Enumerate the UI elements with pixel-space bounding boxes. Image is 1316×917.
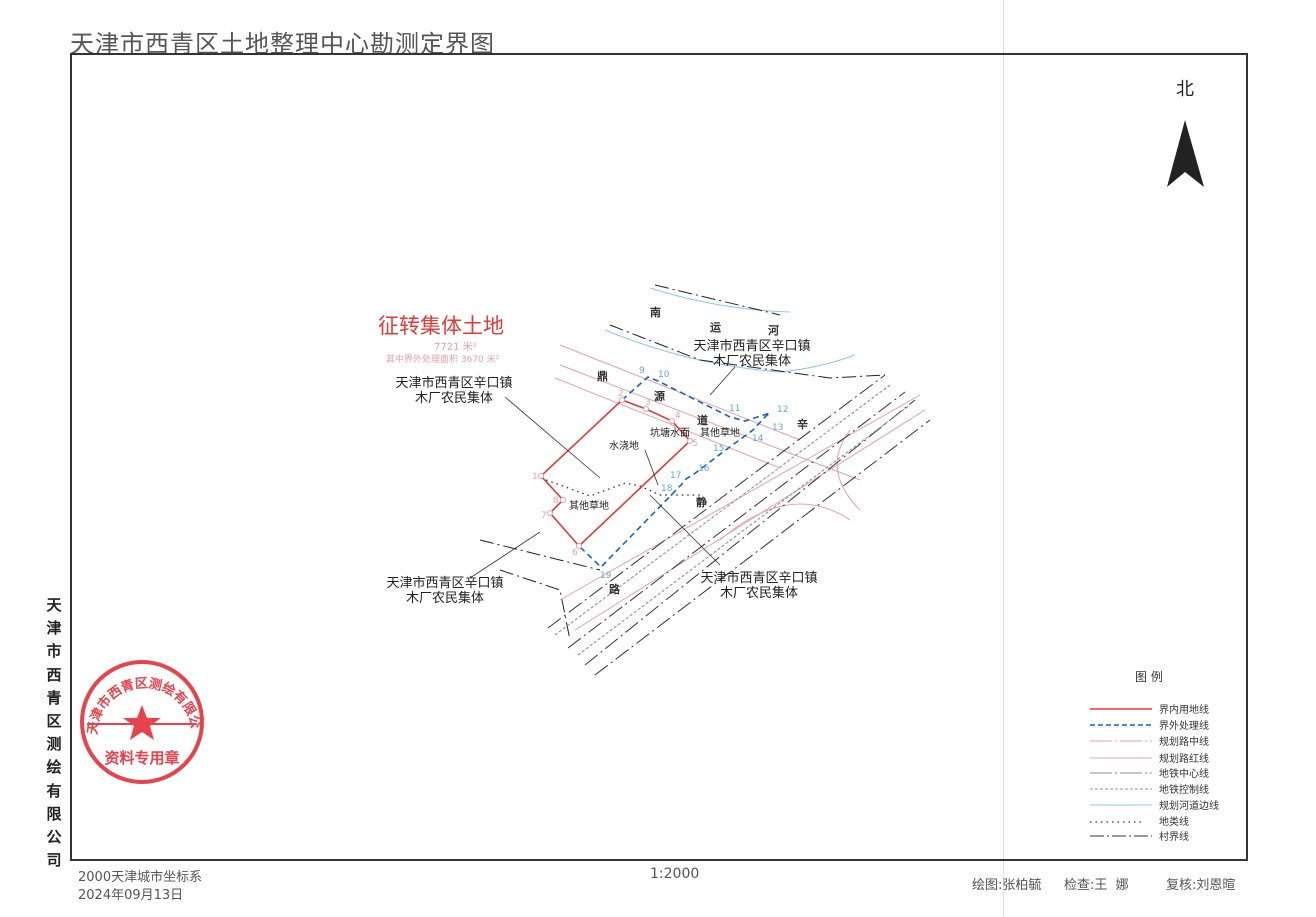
- owner-label: 天津市西青区辛口镇: [700, 570, 817, 586]
- point-label: 18: [661, 484, 673, 494]
- river-lines: [604, 287, 856, 373]
- legend-item: 地铁控制线: [1159, 783, 1209, 796]
- svg-text:天津市西青区测绘有限公司: 天津市西青区测绘有限公司: [35, 0, 202, 736]
- legend-item: 地类线: [1159, 815, 1189, 828]
- company-name-vertical: 天津市西青区测绘有限公司: [46, 596, 62, 870]
- point-label: 19: [600, 571, 612, 581]
- landuse-label: 其他草地: [569, 499, 609, 512]
- point-label: 2: [618, 389, 624, 399]
- paper-fold: [1003, 0, 1004, 917]
- inside-boundary-line: [539, 399, 692, 548]
- point-label: 13: [772, 423, 783, 433]
- point-label: 16: [698, 464, 710, 474]
- road-name: 路: [609, 582, 621, 596]
- point-label: 3: [645, 398, 651, 408]
- road-name: 静: [696, 495, 707, 509]
- legend-title: 图 例: [1135, 670, 1163, 684]
- legend-item: 村界线: [1159, 830, 1189, 843]
- landuse-lines: [540, 477, 700, 497]
- legend-item: 规划路红线: [1159, 752, 1209, 765]
- point-label: 14: [752, 434, 764, 444]
- reviewed-by: 复核:刘恩暄: [1166, 878, 1236, 893]
- point-label: 7: [541, 511, 547, 521]
- metro-lines: [547, 374, 931, 676]
- landuse-label: 水浇地: [609, 439, 639, 452]
- map-scale: 1:2000: [650, 866, 700, 882]
- legend-item: 规划路中线: [1159, 735, 1209, 748]
- road-name: 运: [710, 321, 721, 334]
- village-boundary-lines: [479, 284, 886, 641]
- outside-boundary-line: [578, 376, 771, 569]
- owner-label: 木厂农民集体: [713, 353, 791, 369]
- outside-area: 其中界外处理面积 3670 米²: [386, 353, 500, 365]
- point-label: 5: [692, 439, 698, 449]
- road-name: 源: [654, 389, 665, 403]
- point-label: 1: [532, 472, 538, 482]
- map-frame: [70, 53, 1248, 861]
- legend-item: 地铁中心线: [1159, 767, 1209, 780]
- point-label: 10: [658, 370, 670, 380]
- landuse-label: 坑塘水面: [650, 426, 690, 439]
- legend-item: 界外处理线: [1159, 719, 1209, 732]
- red-boundary-points: [538, 397, 693, 549]
- owner-label: 木厂农民集体: [406, 590, 484, 606]
- road-name: 南: [650, 305, 661, 319]
- point-label: 15: [713, 444, 724, 454]
- point-label: 9: [639, 366, 645, 376]
- owner-label: 天津市西青区辛口镇: [395, 375, 512, 391]
- checked-by: 检查:王 娜: [1064, 878, 1129, 893]
- point-label: 6: [572, 548, 578, 558]
- legend: 界内用地线 界外处理线 规划路中线 规划路红线 地铁中心线 地铁控制线 规划河道…: [1090, 703, 1219, 843]
- road-name: 道: [697, 413, 708, 427]
- owner-label: 木厂农民集体: [415, 390, 493, 406]
- survey-date: 2024年09月13日: [78, 888, 184, 903]
- north-label: 北: [1176, 79, 1194, 100]
- seal-bottom-text: 资料专用章: [104, 749, 179, 767]
- legend-item: 规划河道边线: [1159, 799, 1219, 812]
- total-area: 7721 米²: [434, 340, 477, 353]
- landuse-label: 其他草地: [700, 426, 740, 439]
- land-headline: 征转集体土地: [378, 314, 504, 338]
- leader-lines: [469, 366, 736, 579]
- point-label: 4: [675, 411, 681, 421]
- point-label: 12: [777, 405, 788, 415]
- coordinate-system: 2000天津城市坐标系: [78, 870, 203, 885]
- seal-arc-text: 天津市西青区测绘有限公司: [35, 0, 202, 736]
- point-label: 11: [729, 404, 740, 414]
- road-name: 河: [768, 323, 779, 337]
- point-label: 17: [670, 471, 681, 481]
- owner-label: 木厂农民集体: [720, 585, 798, 601]
- road-name: 辛: [797, 417, 808, 431]
- metro-control-lines: [554, 384, 911, 656]
- point-label: 8: [553, 496, 559, 506]
- drawn-by: 绘图:张柏毓: [972, 878, 1042, 893]
- north-arrow-icon: [1167, 120, 1204, 187]
- owner-label: 天津市西青区辛口镇: [693, 338, 810, 354]
- road-name: 鼎: [597, 370, 608, 383]
- owner-label: 天津市西青区辛口镇: [386, 575, 503, 591]
- legend-item: 界内用地线: [1159, 703, 1209, 716]
- company-seal: 天津市西青区测绘有限公司 资料专用章: [35, 0, 204, 784]
